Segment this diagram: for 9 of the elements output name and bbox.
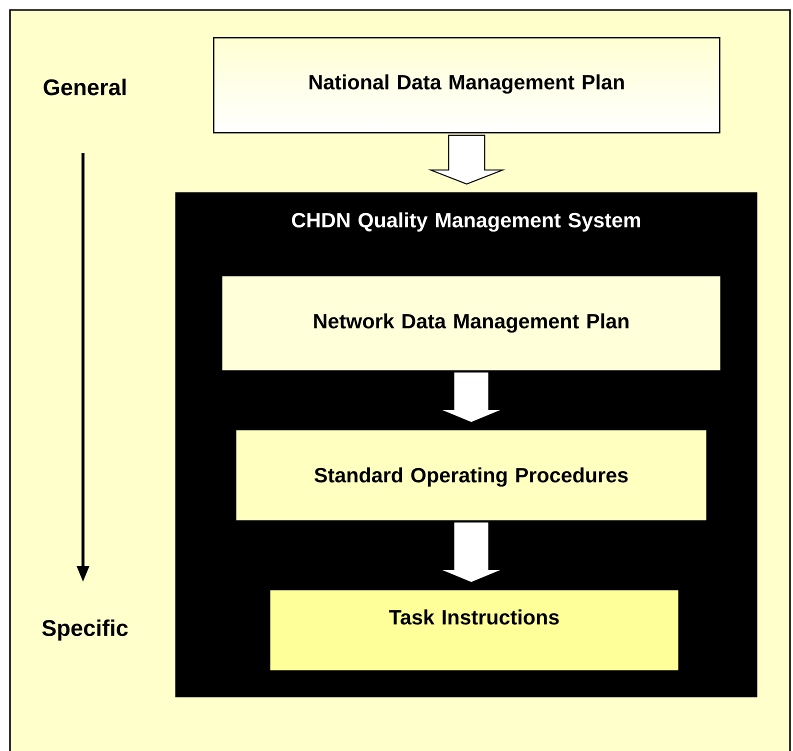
plan-box: National Data Management Plan [213, 37, 720, 134]
block-arrow [428, 134, 506, 185]
procedure-box: Standard Operating Procedures [236, 430, 706, 520]
scale-label: Specific [42, 619, 128, 641]
block-arrow [442, 522, 500, 582]
scale-label: General [44, 78, 126, 96]
instruction-box: Task Instructions [270, 590, 678, 670]
block-arrow [442, 372, 500, 422]
plan-box: Network Data Management Plan [222, 276, 720, 370]
